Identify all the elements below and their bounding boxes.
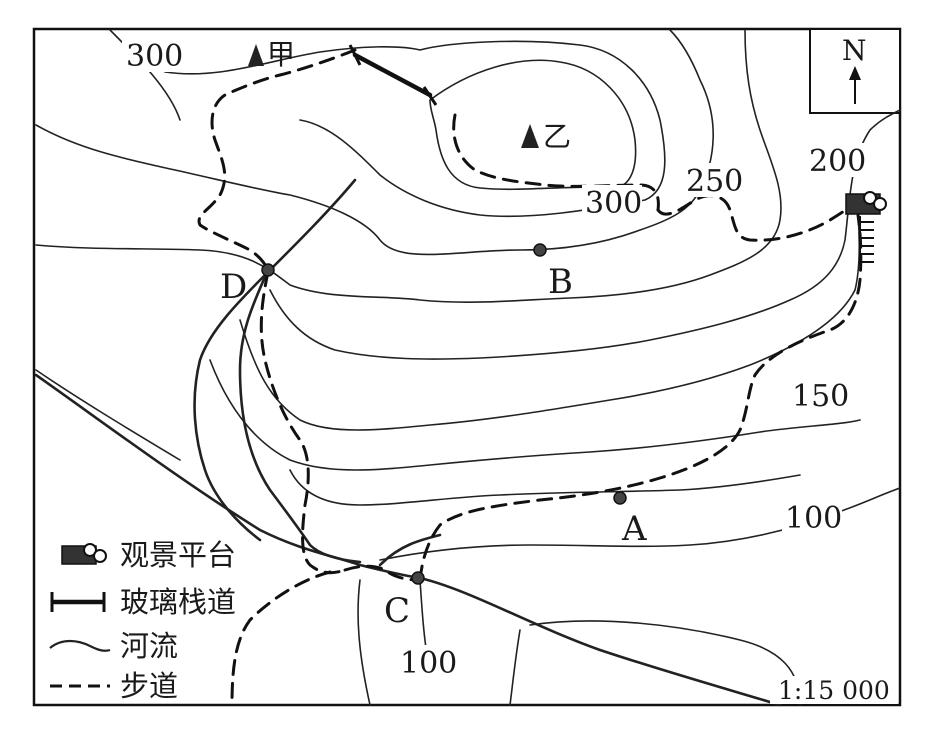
legend-label-platform: 观景平台 — [120, 538, 236, 572]
contour-s3 — [529, 620, 801, 706]
legend: 观景平台 玻璃栈道 河流 步道 — [49, 538, 236, 703]
north-arrow: N — [809, 28, 901, 114]
contour-sw — [35, 369, 181, 461]
contour-labels: 300 300 250 200 150 100 100 — [122, 38, 866, 681]
label-bg — [806, 143, 866, 177]
point-c: C — [384, 571, 425, 631]
legend-item-glass-walkway: 玻璃栈道 — [50, 585, 236, 619]
contour-label-100-east: 100 — [785, 501, 842, 536]
legend-label-river: 河流 — [120, 629, 178, 663]
label-bg — [782, 500, 842, 534]
legend-river-icon — [49, 639, 111, 652]
north-arrow-head — [849, 66, 861, 80]
legend-item-viewing-platform: 观景平台 — [61, 538, 236, 572]
glass-walkway-cap-east — [422, 86, 438, 106]
peak-yi-icon — [521, 124, 539, 148]
trail-north — [197, 48, 357, 274]
map-scale: 1:15 000 — [778, 676, 890, 705]
contour-nw-edge — [109, 29, 181, 121]
label-bg — [122, 38, 182, 72]
contour-label-250: 250 — [686, 164, 743, 199]
contour-label-150: 150 — [792, 379, 849, 414]
contour-250 — [35, 29, 714, 256]
label-bg — [397, 645, 457, 679]
glass-walkway — [348, 44, 438, 106]
trail-loop-c — [343, 564, 422, 582]
contour-label-300-inner: 300 — [585, 186, 642, 221]
trail-southwest — [230, 570, 332, 707]
glass-walkway-cap-west — [348, 44, 362, 66]
map-frame — [32, 27, 902, 707]
peak-jia-label: 甲 — [267, 38, 295, 71]
label-bg — [582, 185, 642, 219]
contour-innermost — [429, 59, 637, 191]
legend-platform-icon — [61, 543, 107, 565]
contour-200 — [269, 109, 901, 360]
contour-label-100-south: 100 — [400, 646, 457, 681]
legend-label-glass: 玻璃栈道 — [120, 585, 236, 619]
viewing-platform — [845, 191, 887, 265]
contour-label-200: 200 — [809, 144, 866, 179]
legend-item-trail: 步道 — [50, 669, 178, 703]
north-label: N — [842, 34, 867, 67]
peak-jia: 甲 — [248, 38, 295, 71]
contour-s1 — [357, 579, 371, 706]
point-c-label: C — [384, 591, 410, 631]
contour-label-300-nw: 300 — [126, 39, 183, 74]
peak-yi: 乙 — [521, 120, 571, 153]
contour-100 — [289, 469, 801, 506]
trail-to-platform — [656, 194, 857, 242]
legend-label-trail: 步道 — [120, 669, 178, 703]
river-west-branch — [193, 178, 357, 542]
trail-east-lower — [418, 213, 863, 582]
contour-s2 — [509, 629, 521, 706]
river-c-branch — [378, 533, 442, 567]
trails — [197, 48, 863, 707]
point-a-marker — [613, 491, 627, 505]
platform-lens-1 — [863, 191, 877, 205]
contour-150 — [239, 214, 861, 431]
glass-walkway-line — [352, 52, 433, 98]
label-bg — [683, 163, 743, 197]
point-b-marker — [533, 243, 547, 257]
contour-250b — [35, 29, 782, 303]
scale-bg — [770, 676, 898, 704]
label-bg — [790, 378, 850, 412]
river-d-branch — [238, 268, 362, 564]
trail-inner-loop — [452, 113, 660, 212]
peak-jia-icon — [248, 44, 264, 66]
point-d: D — [220, 263, 275, 307]
point-a: A — [613, 491, 647, 549]
point-b-label: B — [548, 262, 573, 302]
platform-lens-2 — [873, 197, 887, 211]
contour-150b — [209, 359, 861, 471]
legend-item-river: 河流 — [49, 629, 178, 663]
contour-300 — [164, 40, 666, 218]
point-c-marker — [411, 571, 425, 585]
point-d-label: D — [220, 267, 247, 307]
point-b: B — [533, 243, 573, 302]
trail-west — [259, 270, 347, 575]
point-d-marker — [261, 263, 275, 277]
point-a-label: A — [621, 509, 647, 549]
peak-yi-label: 乙 — [543, 120, 571, 153]
